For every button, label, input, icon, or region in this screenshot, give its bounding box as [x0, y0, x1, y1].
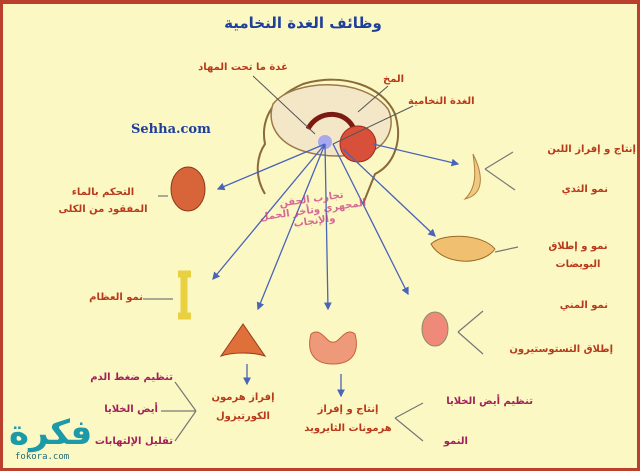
adrenal-gland-icon	[219, 323, 267, 357]
testis-icon	[421, 311, 449, 347]
brain-pointer	[357, 85, 389, 113]
watermark-logo: فكرة	[9, 413, 93, 453]
thyroid-effect: النمو	[443, 436, 468, 447]
arrow-kidney	[216, 143, 326, 191]
diagram-canvas	[143, 75, 519, 442]
hypothalamus-shape	[305, 111, 358, 133]
adrenal-effect: تنظيم ضغط الدم	[90, 372, 173, 383]
arrow-adrenal	[256, 143, 326, 311]
function-thyroid-line2: هرمونات الثايرويد	[304, 423, 392, 434]
arrow-testis	[332, 143, 409, 296]
arrow-breast	[372, 143, 460, 167]
function-thyroid-line1: إنتاج و إفراز	[317, 404, 379, 415]
label-brain: المخ	[383, 74, 405, 85]
label-pituitary: الغدة النخامية	[408, 96, 475, 107]
adrenal-effect: أيض الخلايا	[104, 404, 158, 415]
function-sperm: نمو المني	[559, 300, 608, 311]
function-testosterone: إطلاق التستوستيرون	[509, 344, 613, 355]
arrow-thyroid	[323, 143, 332, 311]
function-breast: نمو الثدي	[561, 184, 608, 195]
function-ovary-line1: نمو و إطلاق	[548, 241, 608, 252]
bone-icon	[178, 270, 191, 320]
hypothalamus-pointer	[252, 75, 316, 135]
adrenal-effect: تقليل الإلتهابات	[94, 436, 173, 447]
pituitary-gland-icon	[339, 125, 377, 163]
function-ovary: نمو و إطلاق البويضات	[523, 238, 633, 274]
diagram-title: وظائف الغدة النخامية	[224, 14, 382, 32]
function-bones: نمو العظام	[89, 292, 143, 303]
arrow-bones	[212, 143, 326, 281]
function-thyroid: إنتاج و إفراز هرمونات الثايرويد	[293, 400, 403, 438]
function-milk: إنتاج و إفراز اللبن	[547, 144, 636, 155]
function-kidney-line1: التحكم بالماء	[71, 187, 135, 198]
arrow-ovary	[342, 148, 436, 237]
watermark-url: fokora.com	[15, 452, 70, 462]
arrows	[212, 143, 460, 398]
thyroid-effect: تنظيم أيض الخلايا	[446, 396, 533, 407]
pituitary-pointer	[332, 105, 414, 145]
branch-lines	[143, 151, 519, 442]
function-adrenal-line1: إفراز هرمون	[211, 392, 275, 403]
breast-icon	[463, 153, 481, 200]
ovary-icon	[430, 235, 496, 262]
function-ovary-line2: البويضات	[555, 259, 601, 270]
thyroid-icon	[309, 331, 357, 365]
function-kidney: التحكم بالماء المفقود من الكلى	[53, 184, 153, 218]
source-mark: Sehha.com	[131, 122, 211, 137]
kidney-icon	[170, 166, 206, 212]
label-hypothalamus: غدة ما تحت المهاد	[198, 62, 288, 73]
function-kidney-line2: المفقود من الكلى	[58, 204, 148, 215]
head-illustration	[252, 75, 414, 205]
function-adrenal: إفراز هرمون الكورتيزول	[198, 388, 288, 426]
function-adrenal-line2: الكورتيزول	[216, 411, 270, 422]
